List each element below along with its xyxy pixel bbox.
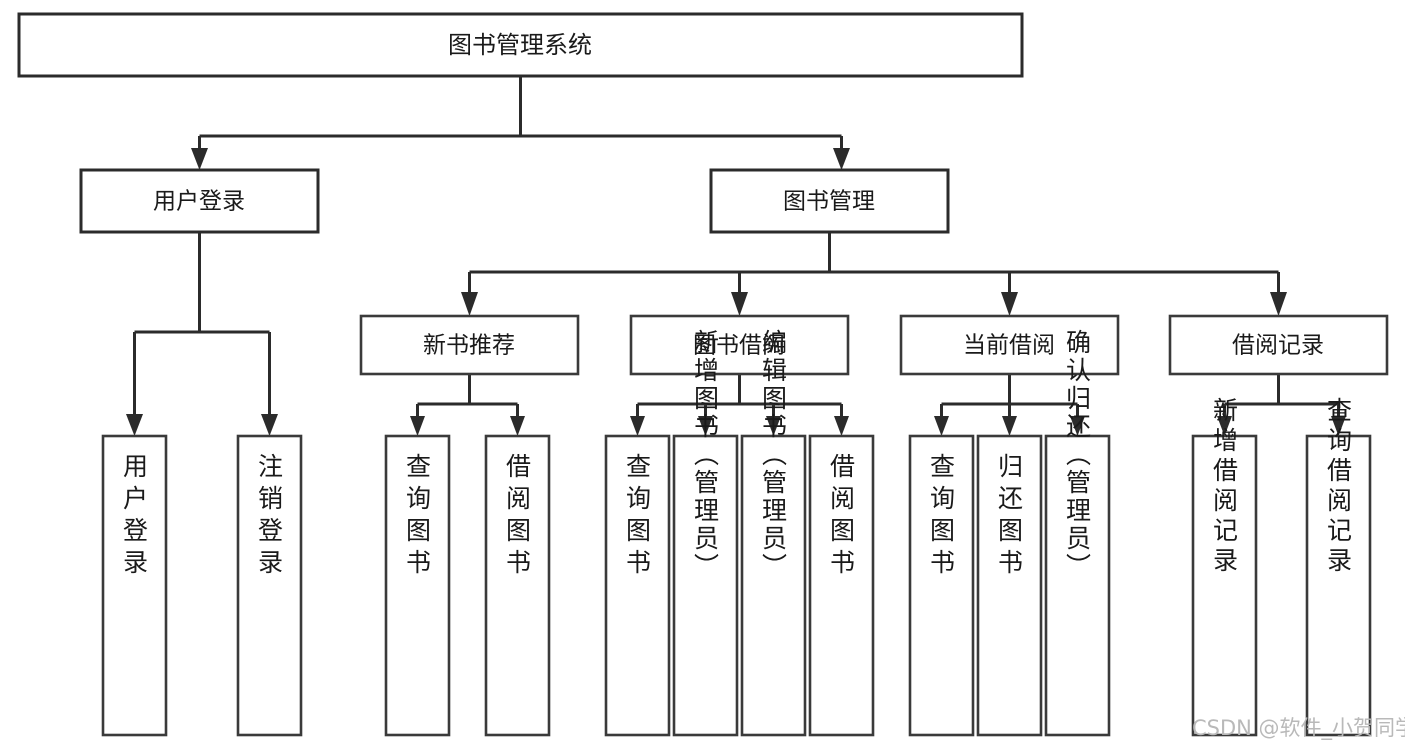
node-book-borrow[interactable]: 图书借阅 bbox=[629, 314, 850, 376]
leaf-node-user-login[interactable]: 用户登录 bbox=[101, 434, 168, 737]
leaf-current-confirm-label: 确认归还（管理员） bbox=[1063, 329, 1092, 581]
leaf-newbook-query-label: 查询图书 bbox=[403, 453, 432, 581]
connector-group-borrow bbox=[630, 374, 849, 436]
node-root-label: 图书管理系统 bbox=[448, 31, 592, 59]
leaf-borrow-query-label: 查询图书 bbox=[623, 453, 652, 581]
arrow-icon-to-user-login bbox=[191, 148, 208, 170]
leaf-borrow-do-label: 借阅图书 bbox=[827, 453, 856, 581]
connector-group-current bbox=[934, 374, 1085, 436]
arrow-icon-borrow-leaf-2 bbox=[698, 416, 713, 436]
leaf-records-query-box[interactable] bbox=[1305, 434, 1372, 737]
connector-group-user-login bbox=[126, 232, 278, 436]
arrow-icon-current-leaf-3 bbox=[1070, 416, 1085, 436]
leaf-current-confirm-box[interactable] bbox=[1044, 434, 1111, 737]
node-new-book-recommend-box[interactable] bbox=[359, 314, 580, 376]
leaf-node-borrow-query[interactable]: 查询图书 bbox=[604, 434, 671, 737]
node-root[interactable]: 图书管理系统 bbox=[17, 12, 1024, 78]
leaf-logout-label: 注销登录 bbox=[255, 453, 284, 581]
leaf-node-current-query[interactable]: 查询图书 bbox=[908, 434, 975, 737]
arrow-icon-borrow-leaf-1 bbox=[630, 416, 645, 436]
leaf-newbook-borrow-label: 借阅图书 bbox=[503, 453, 532, 581]
leaf-borrow-edit-box[interactable] bbox=[740, 434, 807, 737]
leaf-node-newbook-borrow[interactable]: 借阅图书 bbox=[484, 434, 551, 737]
leaf-node-borrow-add[interactable]: 新增图书（管理员） bbox=[672, 329, 739, 737]
node-user-login[interactable]: 用户登录 bbox=[79, 168, 320, 234]
leaf-newbook-query-box[interactable] bbox=[384, 434, 451, 737]
leaf-newbook-borrow-box[interactable] bbox=[484, 434, 551, 737]
node-borrow-records-box[interactable] bbox=[1168, 314, 1389, 376]
connector-group-root bbox=[191, 76, 850, 170]
arrow-icon-records-leaf-1 bbox=[1217, 416, 1232, 436]
node-new-book-recommend-label: 新书推荐 bbox=[423, 333, 515, 359]
arrow-icon-to-current bbox=[1001, 292, 1018, 316]
leaf-node-current-return[interactable]: 归还图书 bbox=[976, 434, 1043, 737]
node-user-login-box[interactable] bbox=[79, 168, 320, 234]
arrow-icon-records-leaf-2 bbox=[1331, 416, 1346, 436]
node-borrow-records[interactable]: 借阅记录 bbox=[1168, 314, 1389, 376]
leaf-node-logout[interactable]: 注销登录 bbox=[236, 434, 303, 737]
node-user-login-label: 用户登录 bbox=[153, 189, 245, 215]
arrow-icon-leaf-user-login bbox=[126, 414, 143, 436]
connector-group-new-book bbox=[410, 374, 525, 436]
arrow-icon-newbook-leaf-2 bbox=[510, 416, 525, 436]
node-current-borrow-box[interactable] bbox=[899, 314, 1120, 376]
node-borrow-records-label: 借阅记录 bbox=[1232, 333, 1324, 359]
node-current-borrow-label: 当前借阅 bbox=[963, 333, 1055, 359]
node-book-mgmt[interactable]: 图书管理 bbox=[709, 168, 950, 234]
leaf-node-borrow-do[interactable]: 借阅图书 bbox=[808, 434, 875, 737]
node-current-borrow[interactable]: 当前借阅 bbox=[899, 314, 1120, 376]
connector-group-book-mgmt bbox=[461, 232, 1287, 316]
node-new-book-recommend[interactable]: 新书推荐 bbox=[359, 314, 580, 376]
leaf-borrow-add-box[interactable] bbox=[672, 434, 739, 737]
node-book-borrow-box[interactable] bbox=[629, 314, 850, 376]
node-book-mgmt-label: 图书管理 bbox=[783, 189, 875, 215]
leaf-borrow-edit-label: 编辑图书（管理员） bbox=[759, 329, 788, 581]
leaf-logout-box[interactable] bbox=[236, 434, 303, 737]
arrow-icon-to-book-mgmt bbox=[833, 148, 850, 170]
leaf-node-newbook-query[interactable]: 查询图书 bbox=[384, 434, 451, 737]
arrow-icon-borrow-leaf-3 bbox=[766, 416, 781, 436]
leaf-records-query-label: 查询借阅记录 bbox=[1324, 397, 1353, 577]
leaf-node-current-confirm[interactable]: 确认归还（管理员） bbox=[1044, 329, 1111, 737]
leaf-current-query-box[interactable] bbox=[908, 434, 975, 737]
node-root-box[interactable] bbox=[17, 12, 1024, 78]
leaf-borrow-do-box[interactable] bbox=[808, 434, 875, 737]
leaf-borrow-add-label: 新增图书（管理员） bbox=[691, 329, 720, 581]
leaf-current-return-box[interactable] bbox=[976, 434, 1043, 737]
arrow-icon-leaf-logout bbox=[261, 414, 278, 436]
leaf-records-add-box[interactable] bbox=[1191, 434, 1258, 737]
connector-group-records bbox=[1217, 374, 1346, 436]
leaf-user-login-box[interactable] bbox=[101, 434, 168, 737]
leaf-records-add-label: 新增借阅记录 bbox=[1210, 397, 1239, 577]
leaf-borrow-query-box[interactable] bbox=[604, 434, 671, 737]
leaf-node-records-add[interactable]: 新增借阅记录 bbox=[1191, 397, 1258, 737]
arrow-icon-to-new-book bbox=[461, 292, 478, 316]
arrow-icon-current-leaf-2 bbox=[1002, 416, 1017, 436]
leaf-current-return-label: 归还图书 bbox=[995, 453, 1024, 581]
arrow-icon-to-records bbox=[1270, 292, 1287, 316]
leaf-node-records-query[interactable]: 查询借阅记录 bbox=[1305, 397, 1372, 737]
arrow-icon-to-borrow bbox=[731, 292, 748, 316]
arrow-icon-borrow-leaf-4 bbox=[834, 416, 849, 436]
node-book-mgmt-box[interactable] bbox=[709, 168, 950, 234]
leaf-node-borrow-edit[interactable]: 编辑图书（管理员） bbox=[740, 329, 807, 737]
watermark-text: CSDN @软件_小贺同学 bbox=[1192, 716, 1405, 741]
leaf-user-login-label: 用户登录 bbox=[120, 453, 149, 581]
leaf-current-query-label: 查询图书 bbox=[927, 453, 956, 581]
arrow-icon-newbook-leaf-1 bbox=[410, 416, 425, 436]
arrow-icon-current-leaf-1 bbox=[934, 416, 949, 436]
node-book-borrow-label: 图书借阅 bbox=[693, 333, 785, 359]
